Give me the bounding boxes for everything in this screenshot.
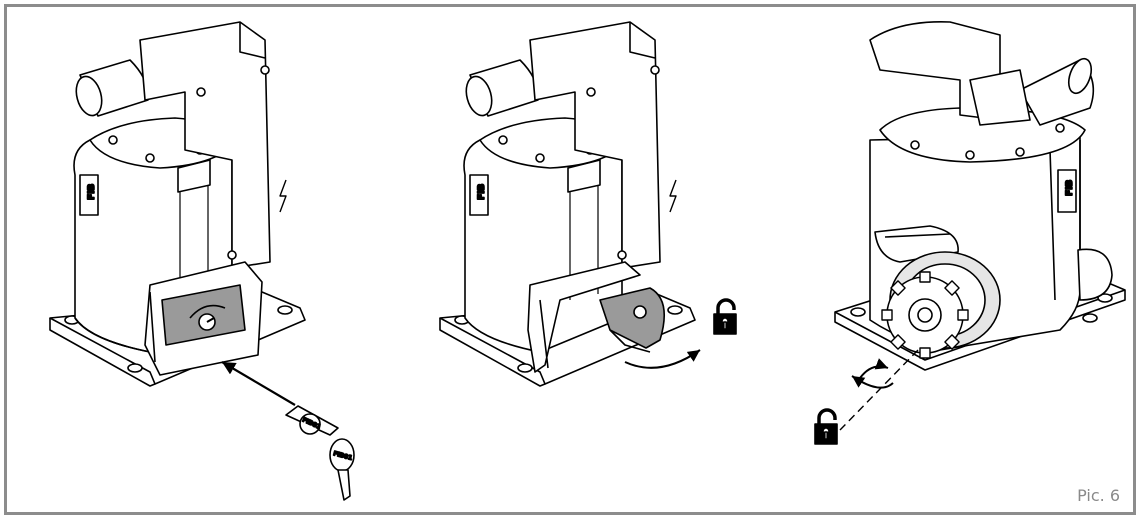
panel-3-brand-label: FIB (1065, 180, 1075, 196)
panel-2-brand-label: FIB (477, 184, 487, 200)
panel-1-manual-release-key: FIB FIB01 FIB01 (49, 21, 355, 501)
pinion-gear (881, 271, 969, 359)
padlock-open-icon-2 (712, 298, 738, 336)
figure-caption: Pic. 6 (1077, 486, 1120, 505)
padlock-open-icon-3 (813, 408, 839, 446)
panel-1-brand-label: FIB (87, 184, 97, 200)
panel-2-release-lever-open: FIB (439, 21, 738, 387)
panel-3-pinion-free: FIB (813, 21, 1126, 446)
